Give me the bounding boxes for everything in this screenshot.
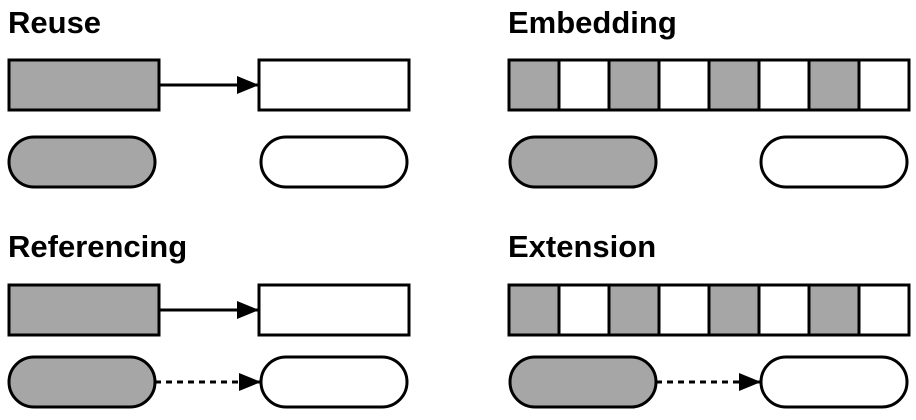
- embedding-segment: [807, 58, 861, 112]
- referencing-target-bar: [257, 283, 411, 337]
- embedding-source-pill: [508, 135, 658, 189]
- reuse-source-pill: [7, 135, 157, 189]
- embedding-segment: [857, 58, 911, 112]
- embedding-graphics: [507, 58, 911, 189]
- embedding-segment: [557, 58, 611, 112]
- extension-source-pill: [508, 355, 658, 409]
- referencing-target-pill: [259, 355, 409, 409]
- extension-segment: [757, 283, 811, 337]
- extension-segment: [707, 283, 761, 337]
- embedding-title: Embedding: [508, 5, 677, 40]
- reuse-source-bar: [7, 58, 161, 112]
- embedding-segment: [657, 58, 711, 112]
- referencing-source-bar: [7, 283, 161, 337]
- embedding-segment: [507, 58, 561, 112]
- reuse-target-bar: [257, 58, 411, 112]
- extension-segment: [807, 283, 861, 337]
- embedding-segment: [607, 58, 661, 112]
- referencing-graphics: [7, 283, 411, 409]
- embedding-segment: [757, 58, 811, 112]
- embedding-target-pill: [759, 135, 909, 189]
- extension-segment: [657, 283, 711, 337]
- embedding-segmented-bar: [507, 58, 911, 112]
- referencing-title: Referencing: [8, 229, 188, 264]
- reuse-title: Reuse: [8, 5, 102, 40]
- extension-segment: [607, 283, 661, 337]
- embedding-segment: [707, 58, 761, 112]
- reuse-target-pill: [259, 135, 409, 189]
- referencing-source-pill: [7, 355, 157, 409]
- extension-segment: [507, 283, 561, 337]
- extension-segment: [557, 283, 611, 337]
- extension-segment: [857, 283, 911, 337]
- reuse-graphics: [7, 58, 411, 189]
- extension-graphics: [507, 283, 911, 409]
- extension-target-pill: [759, 355, 909, 409]
- extension-segmented-bar: [507, 283, 911, 337]
- extension-title: Extension: [508, 229, 657, 264]
